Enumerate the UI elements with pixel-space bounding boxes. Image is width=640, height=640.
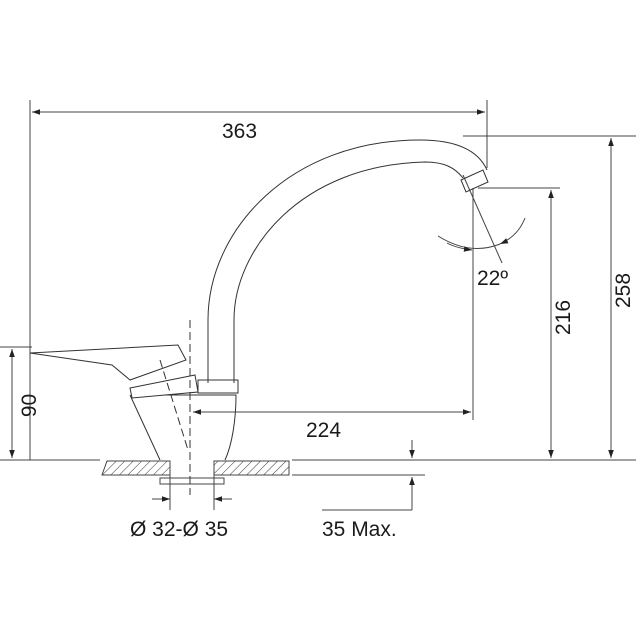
- dim-label-overall-height: 258: [612, 272, 636, 309]
- dim-label-spout-angle: 22º: [477, 267, 509, 290]
- dim-label-hole-diameter: Ø 32-Ø 35: [130, 518, 229, 541]
- dim-label-spout-reach: 224: [306, 419, 342, 442]
- tap-body: [29, 139, 489, 495]
- dim-label-max-deck: 35 Max.: [322, 518, 397, 541]
- spout-axis-line: [462, 174, 503, 264]
- countertop-section: [101, 460, 290, 485]
- dim-label-overall-reach: 363: [222, 120, 258, 143]
- dim-label-outlet-height: 216: [552, 299, 576, 336]
- dim-label-lever-height: 90: [18, 393, 42, 418]
